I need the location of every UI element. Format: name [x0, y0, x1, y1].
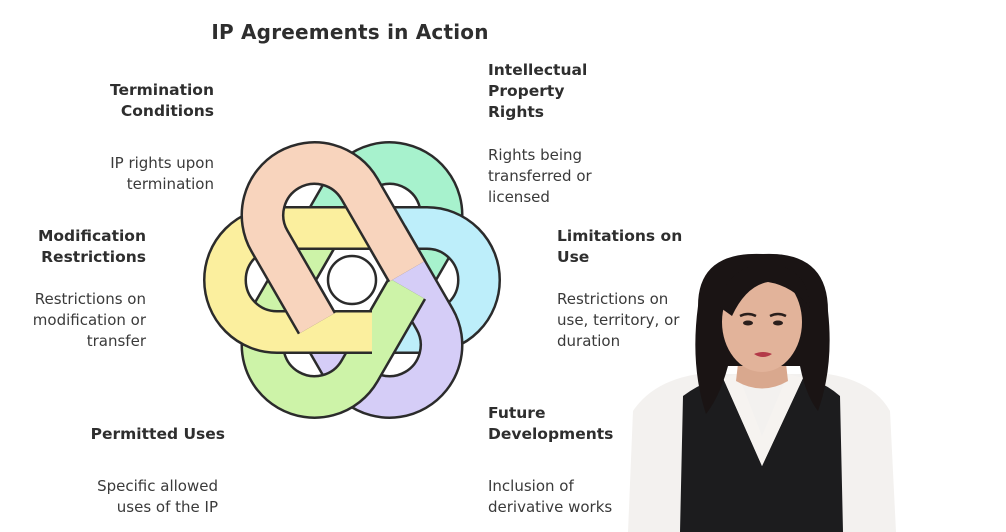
- desc-permitted-uses: Specific allowed uses of the IP: [97, 477, 218, 516]
- label-termination-conditions: Termination Conditions: [109, 81, 214, 120]
- presenter-photo: [628, 253, 896, 532]
- label-modification-restrictions: Modification Restrictions: [37, 227, 146, 266]
- desc-intellectual-property-rights: Rights being transferred or licensed: [488, 146, 592, 206]
- knot-center: [326, 254, 378, 306]
- desc-limitations-on-use: Restrictions on use, territory, or durat…: [557, 290, 680, 350]
- loop-termination-conditions: [240, 141, 427, 335]
- desc-termination-conditions: IP rights upon termination: [110, 154, 214, 193]
- desc-future-developments: Inclusion of derivative works: [488, 477, 613, 516]
- knot-diagram: [203, 141, 501, 419]
- label-limitations-on-use: Limitations on Use: [557, 227, 683, 266]
- diagram-title: IP Agreements in Action: [211, 20, 489, 44]
- label-intellectual-property-rights: Intellectual Property Rights: [488, 61, 588, 121]
- desc-modification-restrictions: Restrictions on modification or transfer: [32, 290, 146, 350]
- label-future-developments: Future Developments: [488, 404, 614, 443]
- label-permitted-uses: Permitted Uses: [90, 425, 225, 443]
